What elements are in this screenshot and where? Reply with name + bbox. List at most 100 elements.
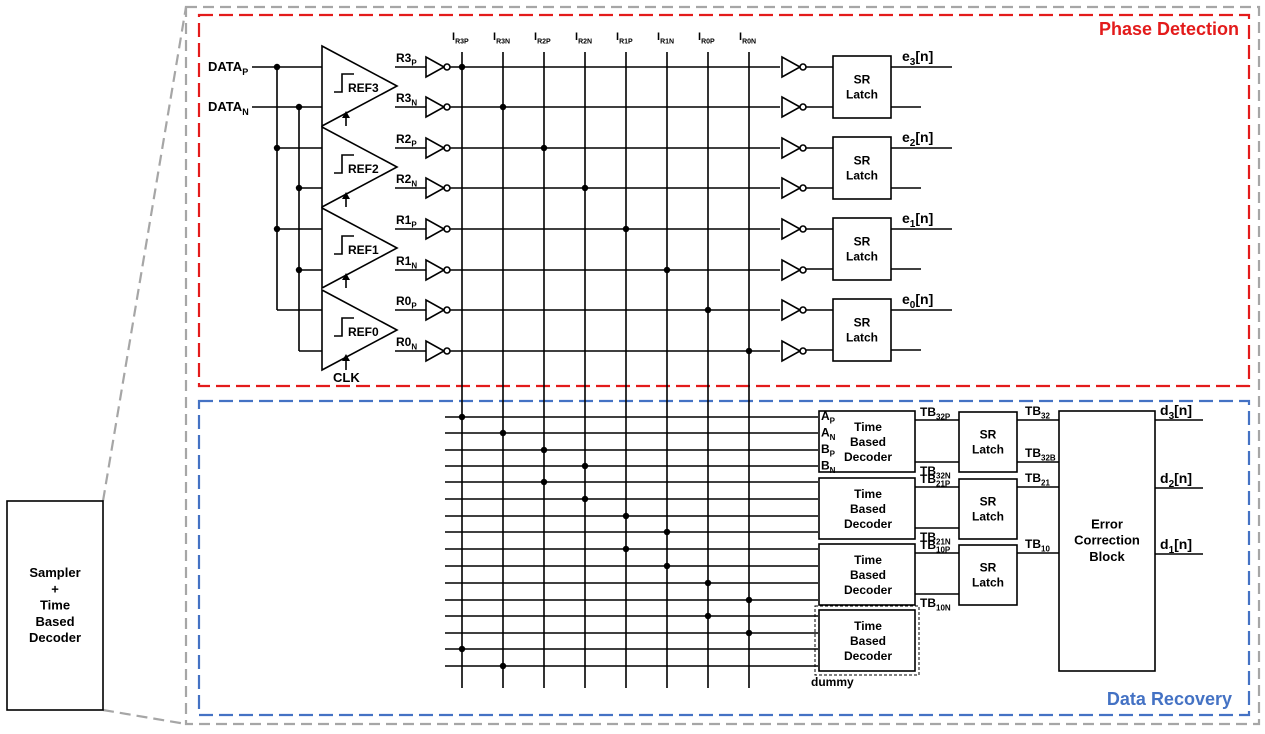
dummy-decoder-outline — [814, 605, 920, 676]
error-output-label: e3[n] — [902, 48, 933, 68]
sr-latch-label: Latch — [846, 250, 878, 264]
junction-dot — [745, 347, 753, 355]
buffer-icon — [425, 176, 446, 200]
bus-label: IR1P — [616, 31, 633, 45]
buffer-icon — [781, 258, 802, 282]
comparator-ref-label: REF2 — [348, 162, 379, 176]
sr-latch-label: SR — [980, 495, 997, 509]
junction-dot — [581, 184, 589, 192]
buffer-icon — [781, 55, 802, 79]
sampler-label: Sampler — [29, 565, 80, 580]
data-p-label: DATAP — [208, 59, 248, 77]
junction-dot — [540, 144, 548, 152]
dummy-label: dummy — [811, 675, 854, 689]
buffer-icon — [425, 55, 446, 79]
buffer-icon — [425, 298, 446, 322]
decoder-label: Based — [850, 502, 886, 516]
comparator-output-label: R1P — [396, 213, 417, 230]
bus-label: IR3P — [452, 31, 469, 45]
tb-signal-label: TB21P — [920, 472, 951, 489]
sr-latch-label: SR — [854, 235, 871, 249]
sampler-label: Decoder — [29, 630, 81, 645]
buffer-icon — [781, 136, 802, 160]
sr-latch-label: Latch — [846, 169, 878, 183]
comparator-output-label: R1N — [396, 254, 417, 271]
junction-dot — [458, 645, 466, 653]
sr-latch-label: Latch — [972, 510, 1004, 524]
decoder-label: Decoder — [844, 649, 892, 663]
latch-output-label: TB21 — [1025, 471, 1050, 488]
sr-latch-label: SR — [980, 428, 997, 442]
comparator-ref-label: REF1 — [348, 243, 379, 257]
clock-symbol — [334, 317, 354, 337]
decoder-label: Time — [854, 553, 882, 567]
inverter-bubble — [799, 347, 807, 355]
junction-dot — [273, 63, 281, 71]
decoder-port-label: AP — [821, 409, 836, 426]
inverter-bubble — [443, 144, 451, 152]
bus-label: IR1N — [657, 31, 674, 45]
clock-symbol — [334, 154, 354, 174]
buffer-icon — [781, 298, 802, 322]
junction-dot — [499, 103, 507, 111]
decoder-label: Based — [850, 568, 886, 582]
error-output-label: e0[n] — [902, 291, 933, 311]
sr-latch-box — [832, 217, 892, 281]
junction-dot — [581, 495, 589, 503]
error-correction-block — [1058, 410, 1156, 672]
inverter-bubble — [443, 225, 451, 233]
comparator-ref-label: REF0 — [348, 325, 379, 339]
clock-symbol — [334, 235, 354, 255]
comparator-triangle — [321, 125, 399, 209]
decoder-label: Time — [854, 420, 882, 434]
junction-dot — [581, 462, 589, 470]
sr-latch-label: SR — [854, 154, 871, 168]
junction-dot — [458, 413, 466, 421]
outer-frame — [184, 5, 1261, 726]
decoder-port-label: AN — [821, 426, 836, 443]
inverter-bubble — [799, 266, 807, 274]
buffer-icon — [425, 217, 446, 241]
sr-latch-box — [958, 478, 1018, 540]
junction-dot — [704, 306, 712, 314]
decoder-label: Decoder — [844, 450, 892, 464]
clk-label: CLK — [333, 370, 360, 385]
comparator-output-label: R3P — [396, 51, 417, 68]
buffer-icon — [781, 95, 802, 119]
junction-dot — [458, 63, 466, 71]
inverter-bubble — [443, 184, 451, 192]
sr-latch-label: SR — [854, 73, 871, 87]
frames — [101, 5, 1261, 726]
sampler-label: + — [51, 581, 59, 596]
dummy-decoder-box — [818, 609, 916, 672]
decoder-label: Based — [850, 634, 886, 648]
data-n-label: DATAN — [208, 99, 249, 117]
comparator-triangle — [321, 44, 399, 128]
tb-signal-label: TB21N — [920, 530, 951, 547]
junction-dot — [540, 446, 548, 454]
buffer-icon — [425, 95, 446, 119]
junction-dot — [622, 225, 630, 233]
time-based-decoder-box — [818, 410, 916, 473]
decoder-label: Based — [850, 435, 886, 449]
bus-label: IR3N — [493, 31, 510, 45]
junction-dot — [622, 545, 630, 553]
sr-latch-label: Latch — [972, 443, 1004, 457]
comparator-triangle — [321, 288, 399, 372]
data-recovery-frame — [197, 399, 1251, 717]
buffer-icon — [781, 339, 802, 363]
sr-latch-box — [832, 136, 892, 200]
junction-dot — [704, 579, 712, 587]
latch-output-label: TB32B — [1025, 446, 1056, 463]
time-based-decoder-box — [818, 477, 916, 540]
sr-latch-box — [832, 55, 892, 119]
sampler-label: Based — [35, 614, 74, 629]
error-output-label: e1[n] — [902, 210, 933, 230]
sampler-box — [6, 500, 104, 711]
sampler-label: Time — [40, 598, 70, 613]
junction-dot — [663, 266, 671, 274]
clock-symbol — [334, 73, 354, 93]
sr-latch-label: Latch — [846, 331, 878, 345]
